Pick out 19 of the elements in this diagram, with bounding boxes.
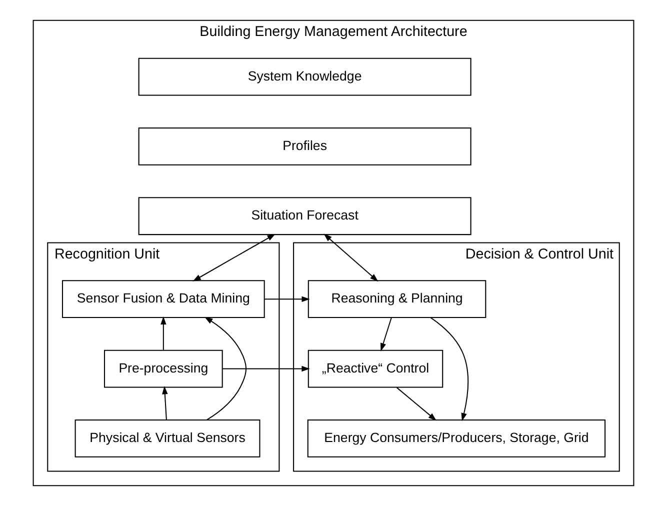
node-box: Sensor Fusion & Data Mining xyxy=(61,280,264,318)
node-box: Energy Consumers/Producers, Storage, Grid xyxy=(306,420,606,458)
arrow xyxy=(204,316,246,420)
arrow xyxy=(222,366,310,372)
arrow xyxy=(264,296,310,302)
arrow xyxy=(380,318,392,352)
arrow xyxy=(160,316,166,350)
node-box: Physical & Virtual Sensors xyxy=(74,420,260,458)
node-box: „Reactive“ Control xyxy=(307,350,443,388)
node-box: Situation Forecast xyxy=(138,197,471,236)
arrow xyxy=(323,234,378,282)
node-box: Pre-processing xyxy=(104,350,222,388)
node-box: Reasoning & Planning xyxy=(307,280,486,318)
arrow xyxy=(396,387,436,421)
node-box: Profiles xyxy=(138,127,471,166)
node-box: System Knowledge xyxy=(138,58,471,96)
arrow xyxy=(192,234,275,282)
arrow xyxy=(162,386,168,420)
arrow xyxy=(430,317,468,422)
